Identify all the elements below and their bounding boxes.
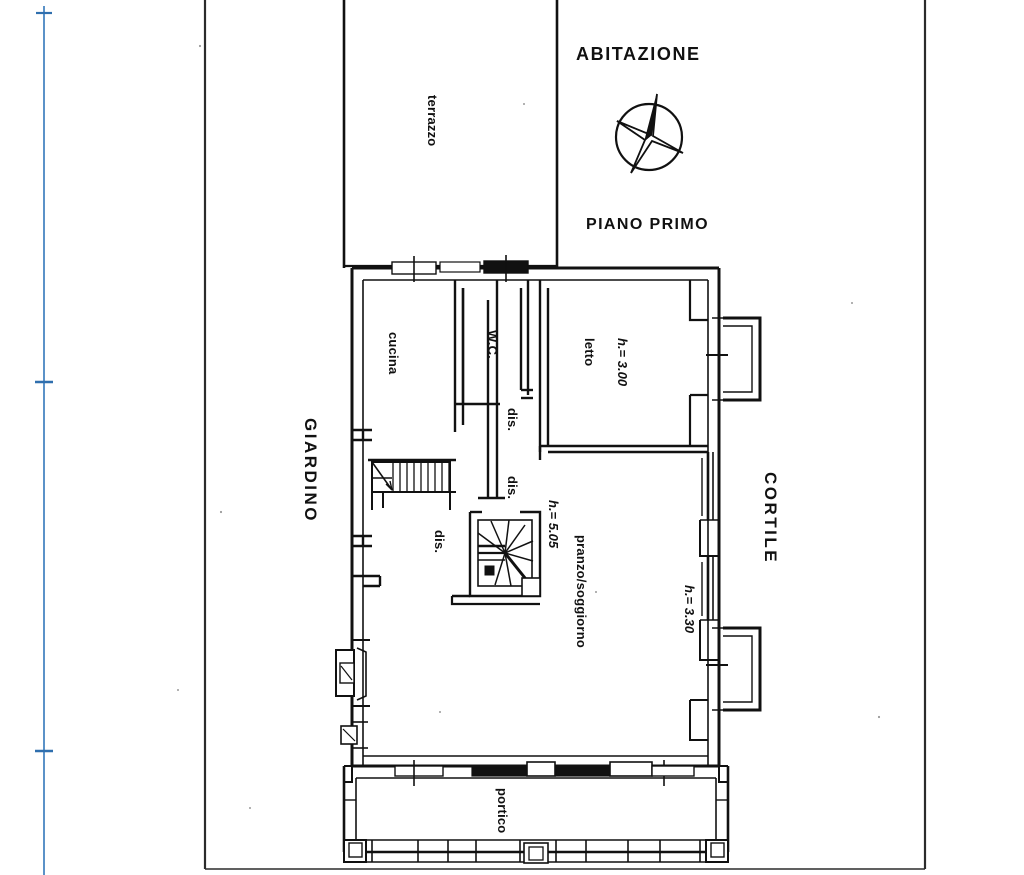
room-label-portico: portico [495, 788, 510, 834]
left-wall-door [335, 639, 370, 707]
exterior-label-cortile: CORTILE [761, 472, 780, 565]
building-perimeter-inner [362, 279, 709, 757]
room-label-cucina: cucina [386, 332, 401, 375]
scan-speckles [177, 44, 881, 809]
page-subtitle: PIANO PRIMO [586, 216, 709, 233]
exterior-label-giardino: GIARDINO [301, 418, 320, 523]
balcony-lower [706, 626, 762, 712]
wall-recess-lower [699, 620, 719, 661]
page-margin-rules [35, 0, 927, 875]
portico-corner-returns [344, 766, 728, 783]
top-wall-windows [391, 255, 529, 282]
spiral-staircase [450, 510, 542, 606]
room-label-dis-3: dis. [432, 530, 447, 554]
page-title: ABITAZIONE [576, 44, 701, 64]
right-wall-openings [689, 452, 720, 741]
building-perimeter [350, 266, 721, 768]
terrazzo-outline [342, 0, 559, 268]
interior-partitions [352, 280, 708, 588]
height-label-letto: h.= 3.00 [615, 338, 630, 387]
portico-structure [342, 760, 730, 864]
north-arrow-icon [614, 93, 684, 174]
french-door-lower [700, 556, 720, 621]
soggiorno-walls [362, 756, 709, 766]
room-label-dis-1: dis. [505, 408, 520, 432]
room-label-dis-2: dis. [505, 476, 520, 500]
height-label-vano-scala: h.= 5.05 [546, 500, 561, 549]
room-label-wc: W.C. [485, 330, 500, 359]
height-label-soggiorno: h.= 3.30 [682, 585, 697, 634]
french-door-upper [700, 452, 720, 521]
room-label-pranzo-soggiorno: pranzo/soggiorno [574, 535, 589, 648]
room-label-terrazzo: terrazzo [425, 95, 440, 147]
straight-staircase [368, 458, 456, 510]
letto-right-niche [688, 280, 708, 446]
room-label-letto: letto [582, 338, 597, 367]
left-wall-window [340, 721, 368, 749]
balcony-upper [706, 316, 762, 402]
wall-recess-mid [699, 520, 719, 557]
